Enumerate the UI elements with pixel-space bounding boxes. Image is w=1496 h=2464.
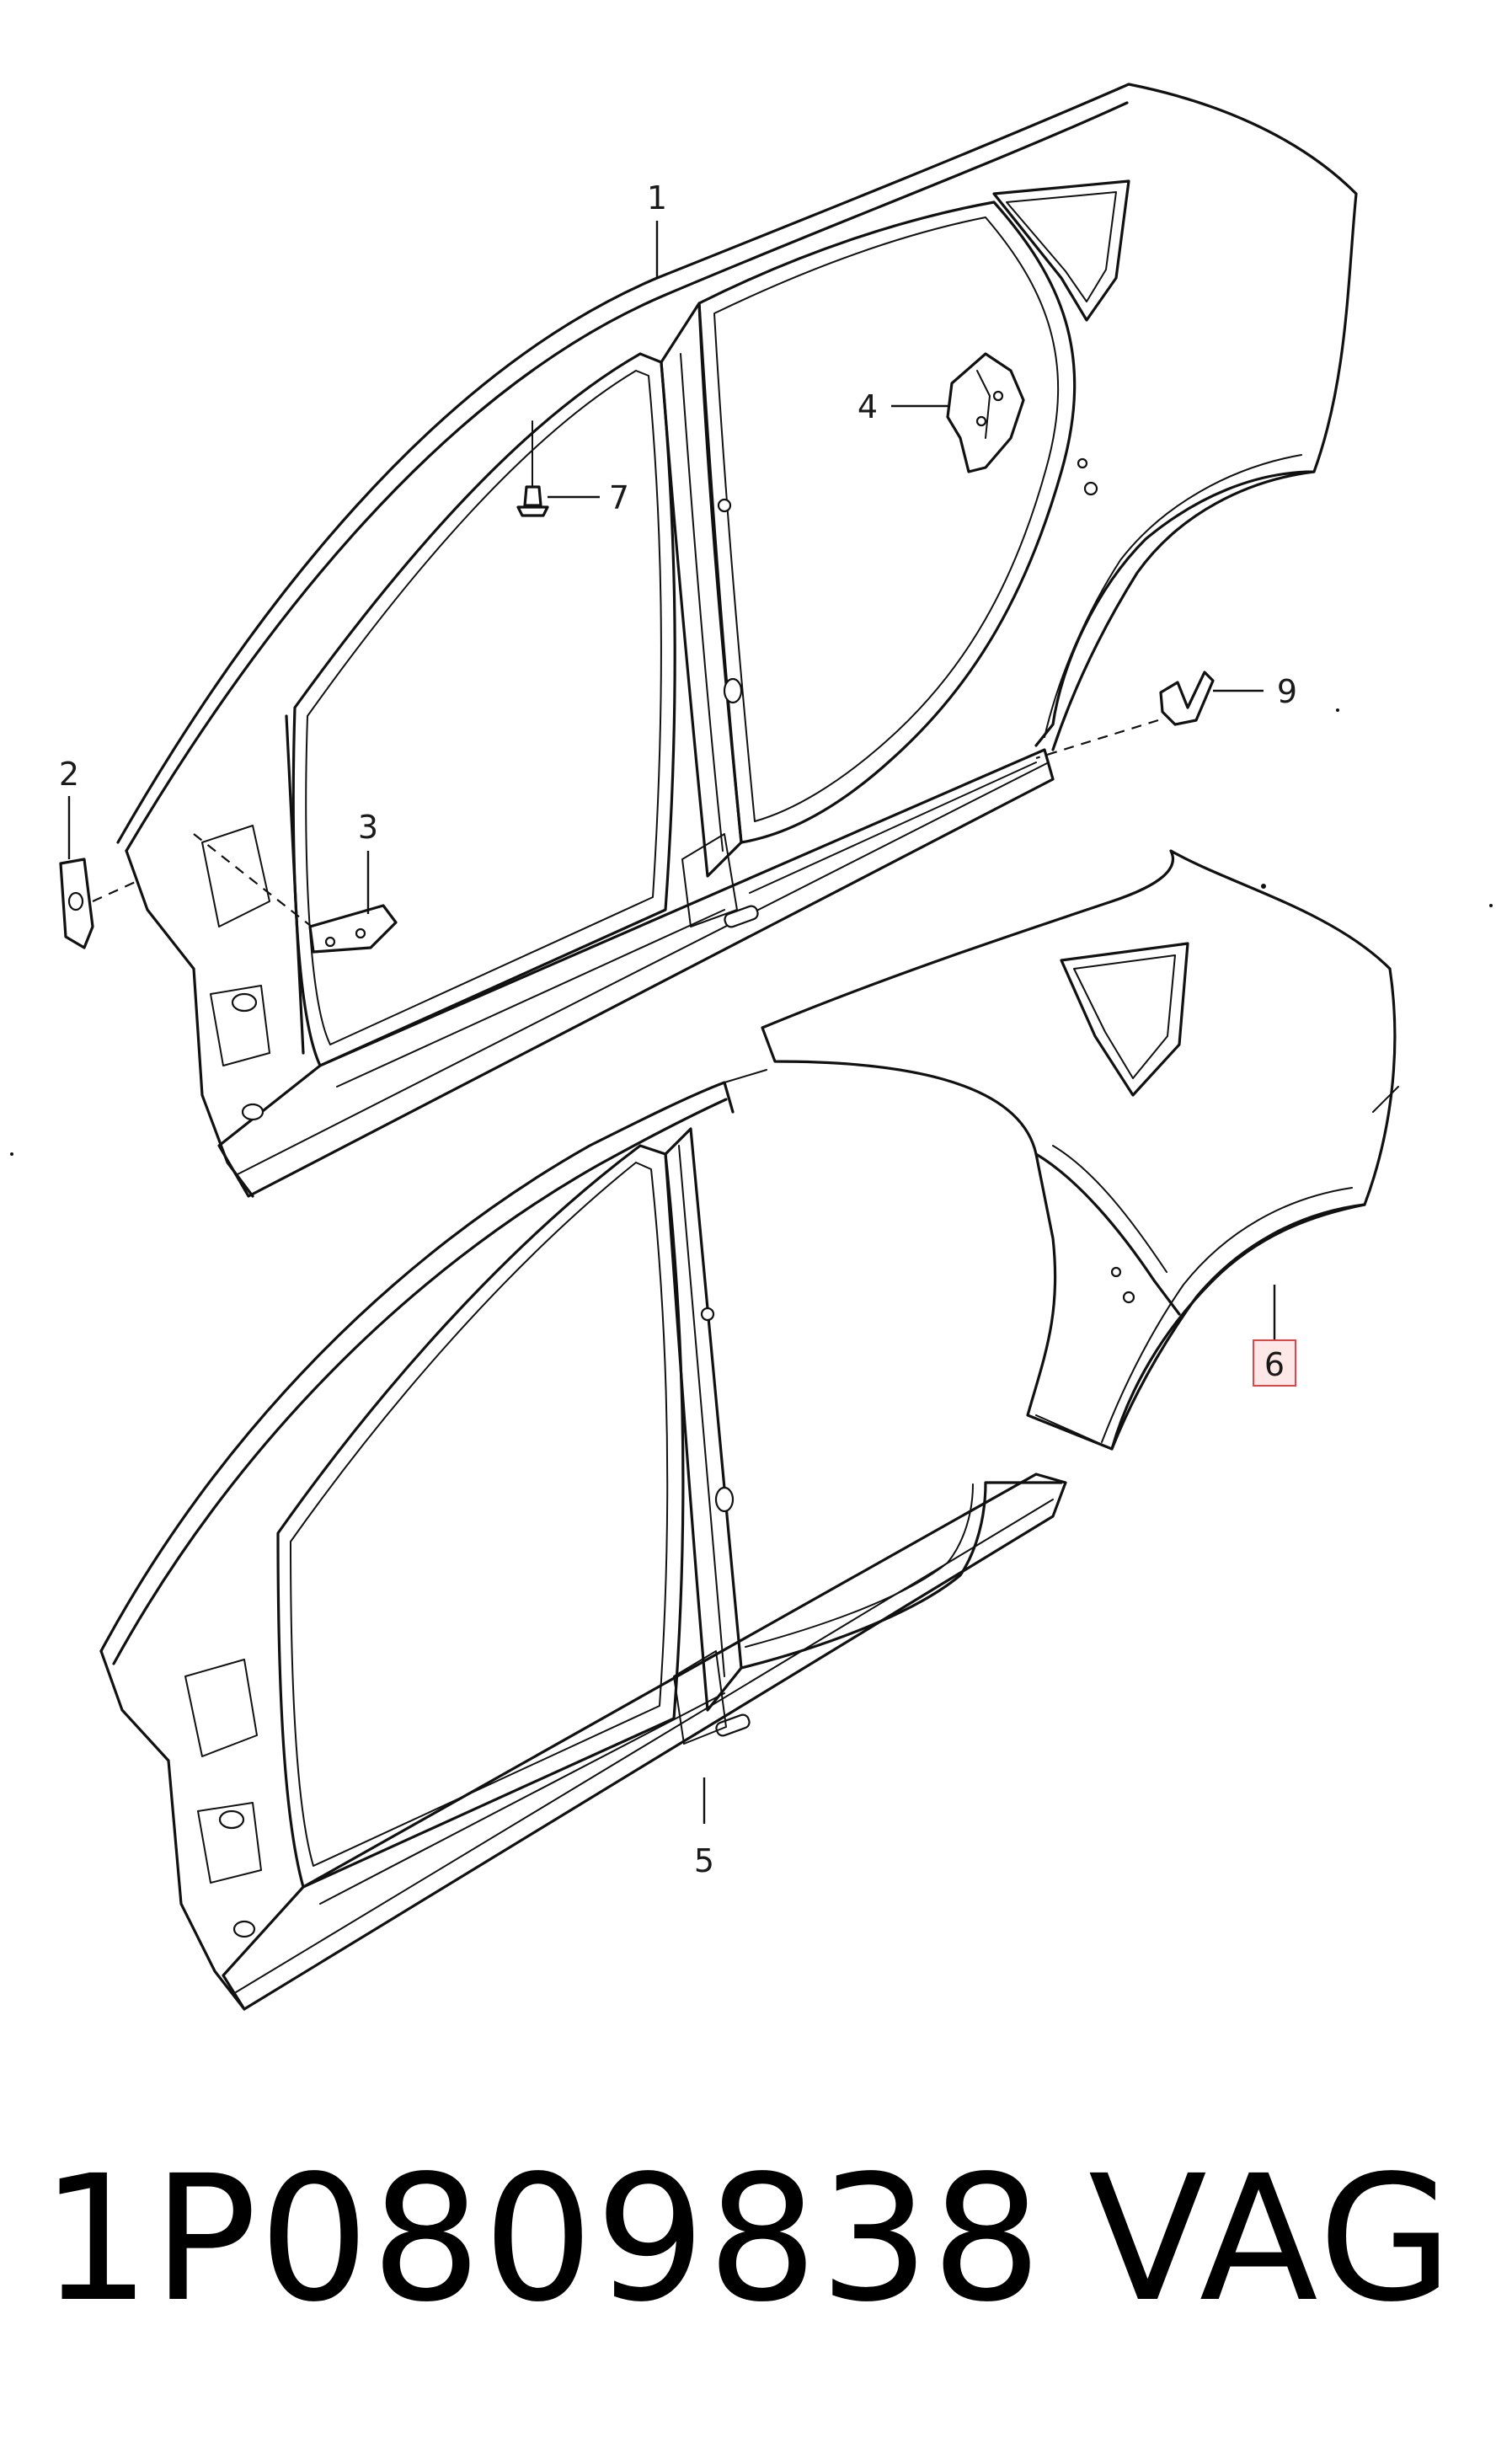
- part-number: 1P0809838: [40, 2138, 1044, 2340]
- callout-labels: 1 2 3 4 7 9 5 6: [59, 179, 1297, 1879]
- part-2-bracket: [59, 858, 140, 949]
- part-7-plug: [516, 420, 549, 517]
- callout-5: 5: [694, 1842, 714, 1879]
- leader-lines: [67, 221, 1276, 1824]
- rear-section-part-6: [761, 849, 1399, 1451]
- callout-6-highlight: [1253, 1339, 1296, 1387]
- callout-1: 1: [647, 179, 667, 216]
- callout-6: 6: [1264, 1346, 1285, 1383]
- body-side-frame: [99, 1069, 1067, 2011]
- part-3-bracket: [193, 833, 398, 954]
- part-9-bracket: [1035, 671, 1215, 760]
- callout-9: 9: [1277, 673, 1297, 710]
- callout-2: 2: [59, 756, 79, 793]
- callout-4: 4: [858, 388, 878, 425]
- brand-name: VAG: [1088, 2138, 1456, 2340]
- part-4-bracket: [946, 352, 1025, 473]
- scan-specks: [10, 708, 1493, 1156]
- side-panel-complete: [116, 83, 1358, 1198]
- callout-7: 7: [609, 479, 629, 516]
- callout-3: 3: [358, 809, 378, 846]
